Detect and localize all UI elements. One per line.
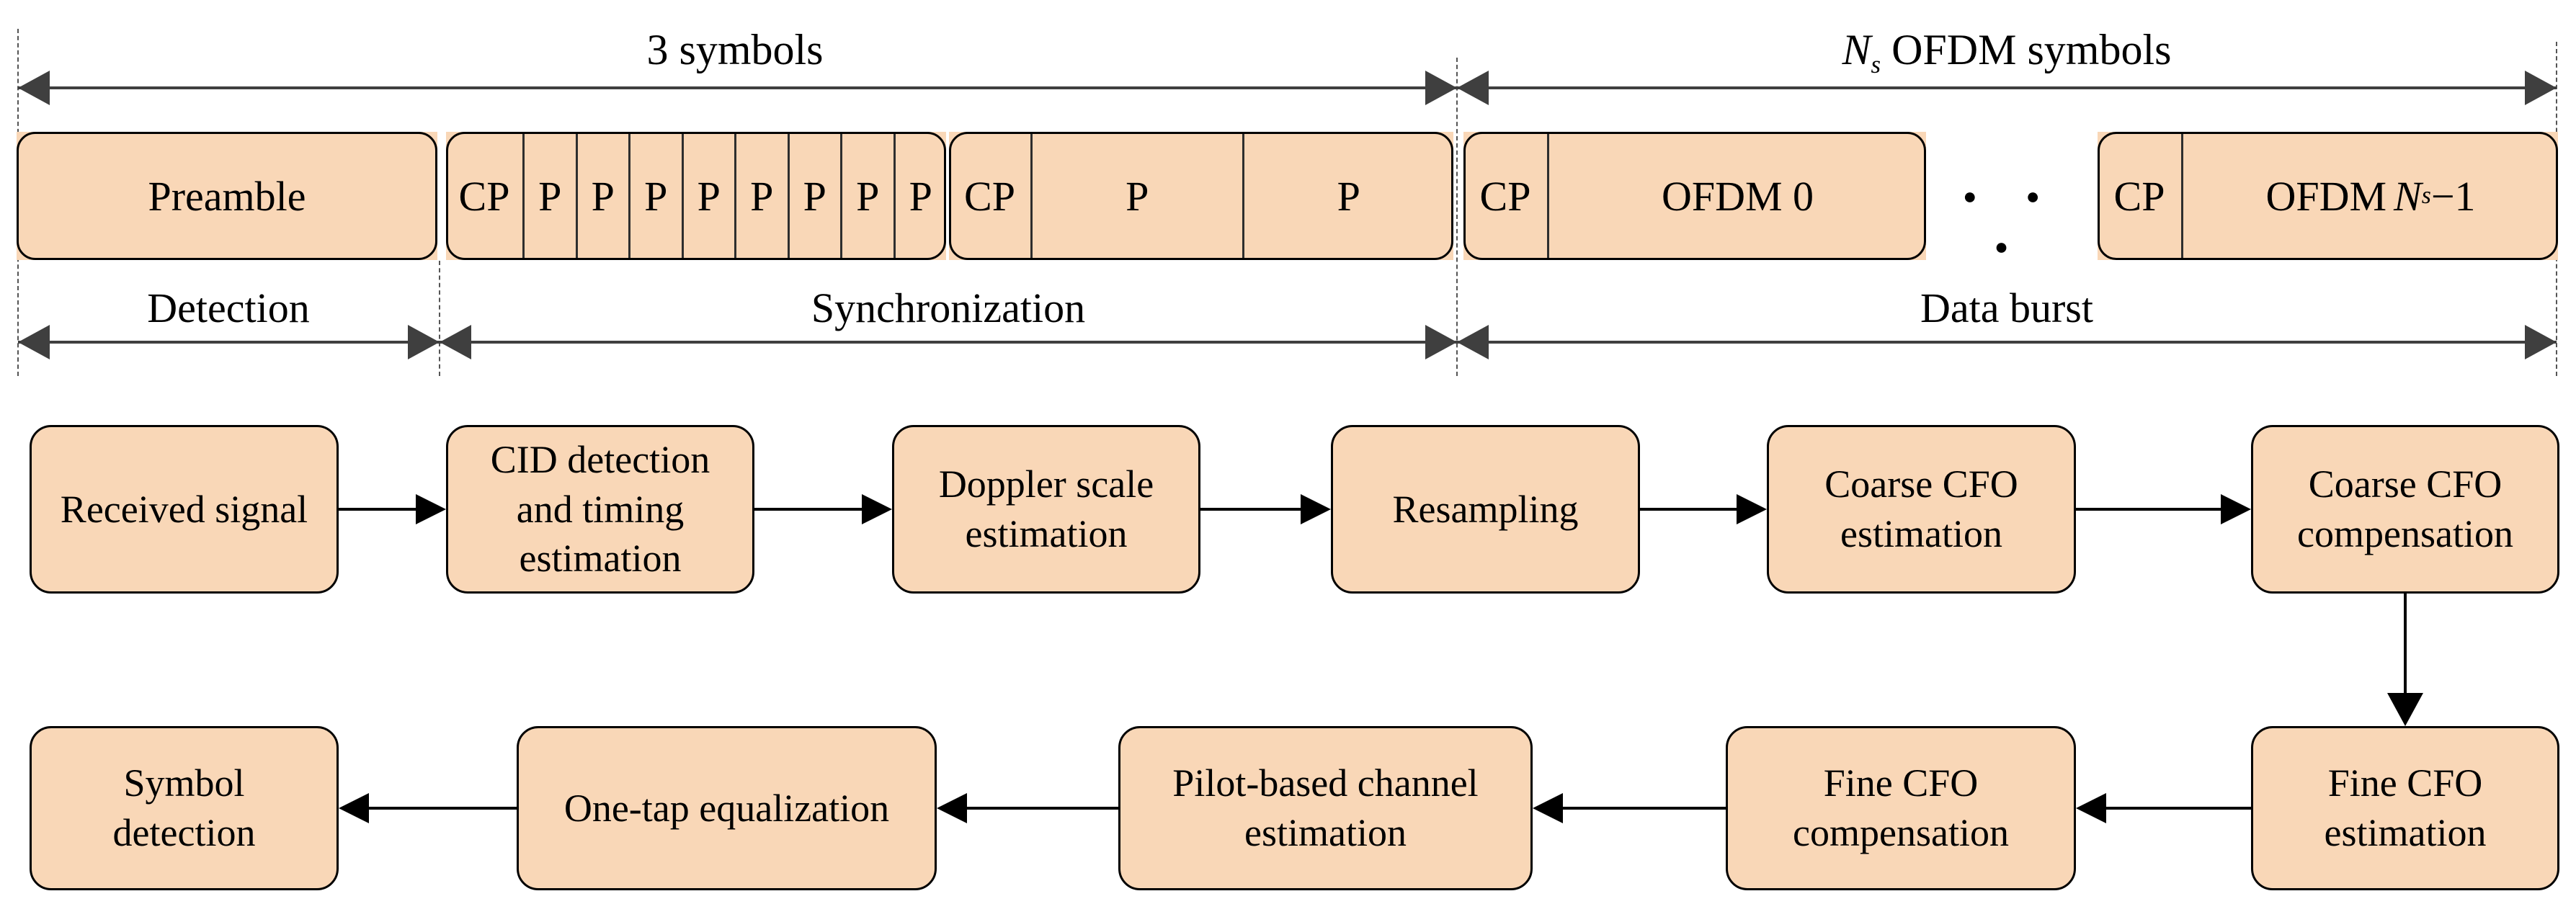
flow-box-received-signal: Received signal bbox=[30, 425, 339, 594]
p-cell: P bbox=[681, 132, 735, 260]
flow-arrow-line-down bbox=[2404, 594, 2407, 694]
p-cell: P bbox=[734, 132, 788, 260]
p-cell: P bbox=[1242, 132, 1454, 260]
flow-arrow-line bbox=[369, 807, 517, 810]
arrowhead-right bbox=[416, 494, 446, 524]
flow-arrow-line bbox=[1563, 807, 1726, 810]
arrowhead-down bbox=[2387, 693, 2423, 726]
dashed-divider-preamble-end bbox=[439, 261, 440, 376]
flow-arrow-line bbox=[1200, 508, 1303, 511]
arrowhead-right bbox=[2221, 494, 2251, 524]
ns-subscript: s bbox=[1871, 50, 1881, 79]
flow-arrow-line bbox=[754, 508, 864, 511]
arrowhead-right bbox=[408, 325, 440, 359]
dashed-divider-sync-end bbox=[1456, 58, 1458, 376]
frame-box-pilot-symbol-short: CP P P P P P P P P bbox=[446, 132, 946, 260]
flow-arrow-line bbox=[2076, 508, 2223, 511]
frame-cells: CP OFDM 0 bbox=[1463, 132, 1926, 260]
ns-variable: N bbox=[1842, 26, 1871, 73]
ofdm-last-subscript-text: s bbox=[2421, 182, 2431, 209]
arrowhead-left bbox=[1533, 793, 1563, 823]
flow-box-pilot-based-channel-estimation: Pilot-based channel estimation bbox=[1118, 726, 1533, 890]
flow-box-doppler-scale-estimation: Doppler scale estimation bbox=[892, 425, 1200, 594]
arrowhead-left bbox=[1457, 71, 1489, 105]
flow-arrow-line bbox=[1640, 508, 1738, 511]
arrowhead-right bbox=[2525, 325, 2557, 359]
ofdm-last-prefix: OFDM bbox=[2265, 172, 2387, 220]
cp-cell: CP bbox=[964, 172, 1015, 220]
span-label-3-symbols: 3 symbols bbox=[646, 26, 824, 73]
flow-arrow-line bbox=[2106, 807, 2251, 810]
arrowhead-left bbox=[339, 793, 369, 823]
arrowhead-left bbox=[937, 793, 967, 823]
cp-cell: CP bbox=[458, 172, 510, 220]
flow-box-coarse-cfo-compensation: Coarse CFO compensation bbox=[2251, 425, 2559, 594]
frame-cells: CP P P bbox=[949, 132, 1453, 260]
flow-box-resampling: Resampling bbox=[1331, 425, 1640, 594]
ofdm-last-suffix: −1 bbox=[2430, 172, 2476, 220]
flow-box-cid-detection-timing: CID detection and timing estimation bbox=[446, 425, 754, 594]
arrowhead-left bbox=[1457, 325, 1489, 359]
cp-cell: CP bbox=[2113, 172, 2165, 220]
arrow-detection-line bbox=[18, 341, 440, 344]
frame-box-pilot-symbol-wide: CP P P bbox=[949, 132, 1453, 260]
section-label-synchronization: Synchronization bbox=[811, 285, 1086, 331]
frame-box-ofdm-0: CP OFDM 0 bbox=[1463, 132, 1926, 260]
arrow-3-symbols-line bbox=[18, 86, 1457, 89]
frame-box-preamble: Preamble bbox=[17, 132, 437, 260]
arrowhead-right bbox=[1425, 71, 1457, 105]
arrowhead-right bbox=[1425, 325, 1457, 359]
ofdm-symbols-text: OFDM symbols bbox=[1881, 26, 2172, 73]
p-cell: P bbox=[840, 132, 893, 260]
p-cell: P bbox=[893, 132, 947, 260]
preamble-label: Preamble bbox=[148, 172, 306, 220]
p-cell: P bbox=[787, 132, 841, 260]
section-label-detection: Detection bbox=[147, 285, 310, 331]
cp-cell: CP bbox=[1479, 172, 1531, 220]
flow-box-fine-cfo-compensation: Fine CFO compensation bbox=[1726, 726, 2076, 890]
ofdm-0-cell: OFDM 0 bbox=[1547, 132, 1926, 260]
ofdm-last-variable: N bbox=[2394, 172, 2422, 220]
p-cell: P bbox=[1030, 132, 1242, 260]
flow-arrow-line bbox=[967, 807, 1118, 810]
flow-box-fine-cfo-estimation: Fine CFO estimation bbox=[2251, 726, 2559, 890]
ellipsis-dots: ● ● ● bbox=[1963, 183, 2062, 259]
flow-arrow-line bbox=[339, 508, 418, 511]
span-label-ns-ofdm-symbols: Ns OFDM symbols bbox=[1809, 26, 2205, 77]
frame-cells: CP P P P P P P P P bbox=[446, 132, 946, 260]
arrowhead-left bbox=[18, 325, 50, 359]
ns-subscript-text: s bbox=[1871, 50, 1881, 79]
arrow-ofdm-symbols-line bbox=[1457, 86, 2557, 89]
arrowhead-left bbox=[2076, 793, 2106, 823]
frame-cells: Preamble bbox=[17, 132, 437, 260]
arrow-synchronization-line bbox=[440, 341, 1457, 344]
arrowhead-right bbox=[1301, 494, 1331, 524]
arrowhead-right bbox=[1737, 494, 1767, 524]
arrowhead-right bbox=[2525, 71, 2557, 105]
arrowhead-left bbox=[18, 71, 50, 105]
p-cell: P bbox=[628, 132, 682, 260]
flow-box-symbol-detection: Symbol detection bbox=[30, 726, 339, 890]
arrow-data-burst-line bbox=[1457, 341, 2557, 344]
flow-box-one-tap-equalization: One-tap equalization bbox=[517, 726, 937, 890]
p-cell: P bbox=[575, 132, 629, 260]
arrowhead-right bbox=[862, 494, 892, 524]
flow-box-coarse-cfo-estimation: Coarse CFO estimation bbox=[1767, 425, 2076, 594]
p-cell: P bbox=[522, 132, 576, 260]
arrowhead-left bbox=[440, 325, 471, 359]
section-label-data-burst: Data burst bbox=[1920, 285, 2093, 331]
